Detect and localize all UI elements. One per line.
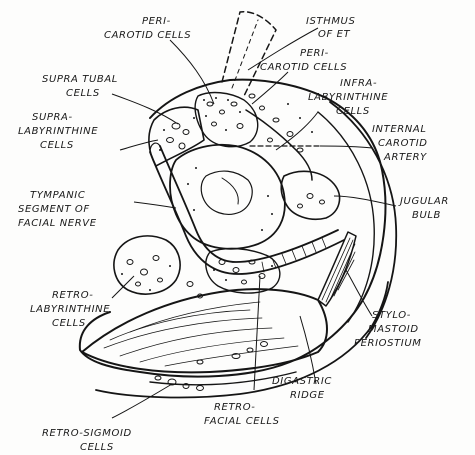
leader-supratubal — [112, 94, 178, 124]
label-stylo-line3: PERIOSTIUM — [354, 338, 421, 349]
label-retrofacial-line1: RETRO- — [214, 402, 255, 413]
leader-retrolab — [112, 276, 134, 298]
leader-pericarotid-top — [170, 40, 214, 104]
label-supralab-line1: SUPRA- — [32, 112, 73, 123]
label-pericarotid-right-line2: CAROTID CELLS — [260, 62, 347, 73]
mastoid-outer-contour — [80, 80, 386, 377]
label-isthmus-line2: OF ET — [318, 29, 351, 40]
air-cells — [127, 94, 325, 391]
leader-jugular — [334, 196, 396, 206]
label-retrosigmoid-line1: RETRO-SIGMOID — [42, 428, 132, 439]
leader-stylo — [346, 270, 372, 316]
label-retrolab-line1: RETRO- — [52, 290, 93, 301]
facial-nerve-cap — [150, 143, 160, 152]
leader-tympanic — [134, 202, 176, 208]
leader-infralab — [276, 112, 318, 150]
label-tympanic-line2: SEGMENT OF — [18, 204, 90, 215]
leader-retrosigmoid — [112, 384, 172, 418]
label-retrofacial-line2: FACIAL CELLS — [204, 416, 280, 427]
label-jugular-line2: BULB — [412, 210, 441, 221]
eustachian-tube-outline — [222, 12, 276, 96]
ossicle-detail — [222, 178, 238, 204]
mastoid-tip-shell — [82, 289, 327, 372]
label-retrolab-line3: CELLS — [52, 318, 86, 329]
label-internal-carotid-line2: CAROTID — [378, 138, 428, 149]
label-retrolab-line2: LABYRINTHINE — [30, 304, 110, 315]
label-internal-carotid-line3: ARTERY — [383, 152, 427, 163]
ossicle-outline — [201, 171, 252, 214]
label-infralab-line3: CELLS — [336, 106, 370, 117]
label-tympanic-line1: TYMPANIC — [30, 190, 85, 201]
mastoid-shell-hatching — [104, 302, 298, 366]
label-supralab-line2: LABYRINTHINE — [18, 126, 98, 137]
label-isthmus-line1: ISTHMUS — [306, 16, 355, 27]
label-pericarotid-top-line1: PERI- — [142, 16, 171, 27]
label-supralab-line3: CELLS — [40, 140, 74, 151]
label-internal-carotid-line1: INTERNAL — [372, 124, 427, 135]
leader-pericarotid-right — [252, 72, 288, 104]
leader-carotid — [320, 146, 372, 148]
retrolabyrinthine-region — [114, 236, 180, 294]
label-tympanic-line3: FACIAL NERVE — [18, 218, 97, 229]
jugular-bulb-region — [281, 171, 339, 219]
temporal-bone-drawing — [80, 12, 396, 398]
label-retrosigmoid-line2: CELLS — [80, 442, 114, 453]
label-pericarotid-right-line1: PERI- — [300, 48, 329, 59]
label-digastric-line1: DIGASTRIC — [272, 376, 332, 387]
label-stylo-line1: STYLO- — [372, 310, 411, 321]
label-pericarotid-top-line2: CAROTID CELLS — [104, 30, 191, 41]
label-jugular-line1: JUGULAR — [398, 196, 449, 207]
label-infralab-line2: LABYRINTHINE — [308, 92, 388, 103]
label-supratubal-line2: CELLS — [66, 88, 100, 99]
label-digastric-line2: RIDGE — [290, 390, 325, 401]
sigmoid-band — [96, 282, 388, 397]
label-supratubal-line1: SUPRA TUBAL — [42, 74, 118, 85]
label-stylo-line2: MASTOID — [368, 324, 419, 335]
label-infralab-line1: INFRA- — [340, 78, 377, 89]
